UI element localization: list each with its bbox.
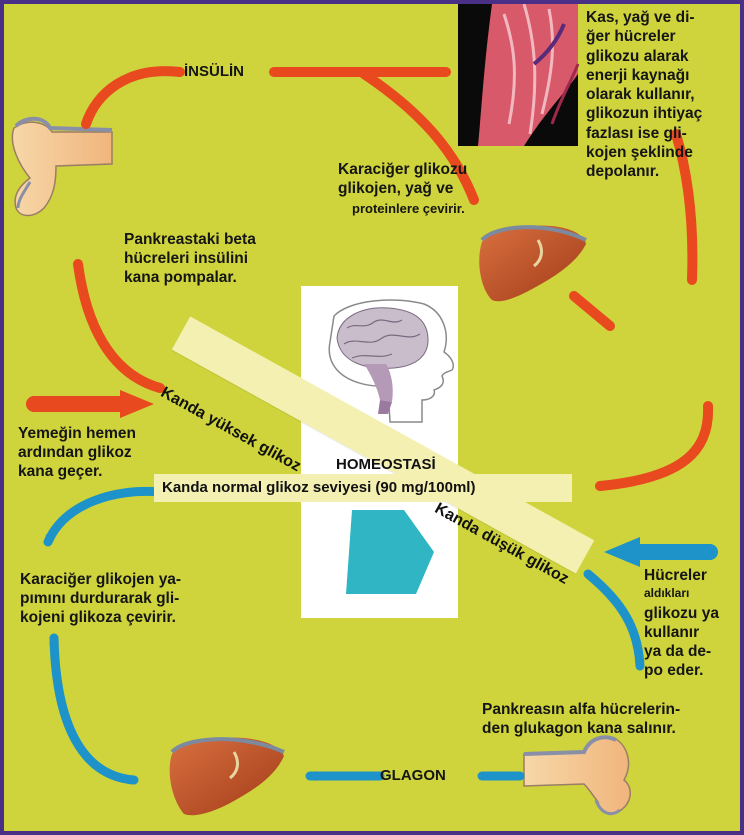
cells-description-a: Hücreler (644, 566, 707, 585)
liver-top-description: Karaciğer glikozu glikojen, yağ ve (338, 160, 467, 198)
meal-description: Yemeğin hemen ardından glikoz kana geçer… (18, 424, 136, 481)
liver-top-description-small: proteinlere çevirir. (352, 199, 465, 218)
liver-bottom-description: Karaciğer glikojen ya- pımını durdurarak… (20, 570, 181, 627)
pancreas-beta-description: Pankreastaki beta hücreleri insülini kan… (124, 230, 256, 287)
arrow-to-normal (600, 406, 708, 486)
pancreas-bottom-icon (524, 737, 630, 814)
arrow-liver-to-normal (48, 491, 160, 542)
arrow-pancreas-to-insulin (86, 71, 180, 124)
muscle-description: Kas, yağ ve di- ğer hücreler glikozu ala… (586, 8, 702, 182)
glucagon-label: GLAGON (380, 766, 446, 785)
cells-description-small: aldıkları (644, 586, 689, 601)
liver-bottom-icon (170, 738, 284, 816)
insulin-label: İNSÜLİN (184, 62, 244, 81)
homeostasis-title: HOMEOSTASİ (336, 456, 436, 473)
arrow-cells-head (604, 537, 640, 567)
normal-glucose-label: Kanda normal glikoz seviyesi (90 mg/100m… (162, 479, 475, 496)
liver-top-icon (479, 226, 586, 302)
arrow-low-to-pancreas (588, 574, 640, 666)
arrow-meal-head (120, 390, 154, 418)
pancreas-alpha-description: Pankreasın alfa hücrelerin- den glukagon… (482, 700, 680, 738)
pancreas-top-icon (12, 119, 112, 216)
arrow-liver-down (574, 296, 610, 326)
cells-description-b: glikozu ya kullanır ya da de- po eder. (644, 604, 719, 680)
diagram-panel: Kanda yüksek glikoz Kanda düşük glikoz H… (4, 4, 740, 831)
muscle-arm-icon (458, 4, 578, 146)
arrow-liver-up (54, 638, 134, 780)
